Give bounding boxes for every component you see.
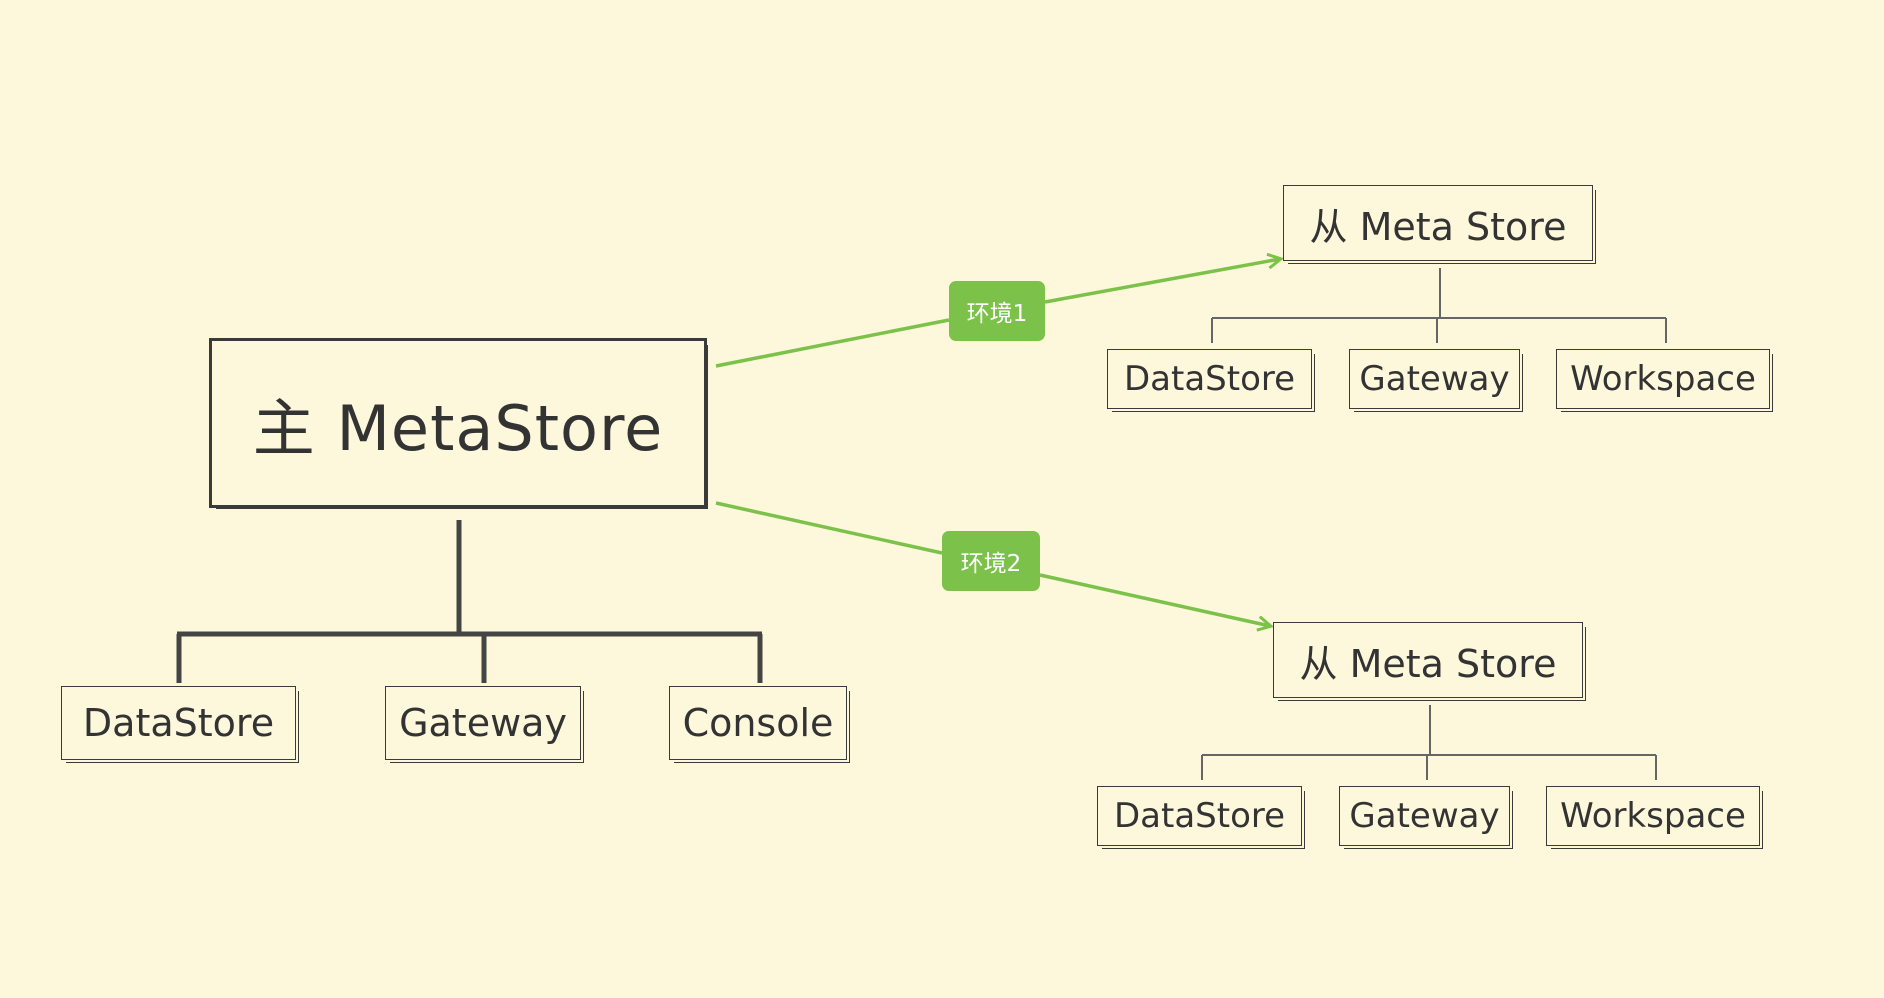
slave-1-metastore-label: 从 Meta Store xyxy=(1309,204,1567,249)
slave-1-child-datastore-label: DataStore xyxy=(1123,359,1296,399)
slave-1-child-datastore[interactable]: DataStore xyxy=(1107,349,1315,412)
slave-2-child-datastore[interactable]: DataStore xyxy=(1097,786,1305,849)
slave-1-child-workspace-label: Workspace xyxy=(1570,359,1756,399)
slave-2-child-workspace[interactable]: Workspace xyxy=(1546,786,1763,849)
slave-1-child-gateway-label: Gateway xyxy=(1359,359,1510,399)
edge-label-env1[interactable]: 环境1 xyxy=(949,281,1045,341)
slave-1-metastore-node[interactable]: 从 Meta Store xyxy=(1283,185,1596,264)
slave-2-child-gateway[interactable]: Gateway xyxy=(1339,786,1513,849)
main-child-datastore[interactable]: DataStore xyxy=(61,686,299,763)
slave-1-child-gateway[interactable]: Gateway xyxy=(1349,349,1523,412)
main-child-datastore-label: DataStore xyxy=(82,701,275,745)
slave-2-metastore-node[interactable]: 从 Meta Store xyxy=(1273,622,1586,701)
main-metastore-node[interactable]: 主 MetaStore xyxy=(209,338,708,509)
slave-2-child-gateway-label: Gateway xyxy=(1349,796,1500,836)
main-child-gateway-label: Gateway xyxy=(399,701,567,745)
slave-1-child-workspace[interactable]: Workspace xyxy=(1556,349,1773,412)
main-child-console[interactable]: Console xyxy=(669,686,850,763)
slave-2-tree-connector xyxy=(1201,705,1657,780)
edge-env1 xyxy=(715,259,1280,368)
slave-2-child-datastore-label: DataStore xyxy=(1113,796,1286,836)
slave-2-child-workspace-label: Workspace xyxy=(1560,796,1746,836)
edge-label-env1-text: 环境1 xyxy=(966,301,1028,327)
edge-label-env2-text: 环境2 xyxy=(960,551,1022,577)
main-child-console-label: Console xyxy=(682,701,834,745)
edge-env2 xyxy=(715,501,1270,626)
edge-label-env2[interactable]: 环境2 xyxy=(942,531,1040,591)
slave-1-tree-connector xyxy=(1211,268,1667,343)
main-metastore-label: 主 MetaStore xyxy=(252,392,664,465)
main-tree-connector xyxy=(176,520,763,683)
slave-2-metastore-label: 从 Meta Store xyxy=(1299,641,1557,686)
main-child-gateway[interactable]: Gateway xyxy=(385,686,584,763)
